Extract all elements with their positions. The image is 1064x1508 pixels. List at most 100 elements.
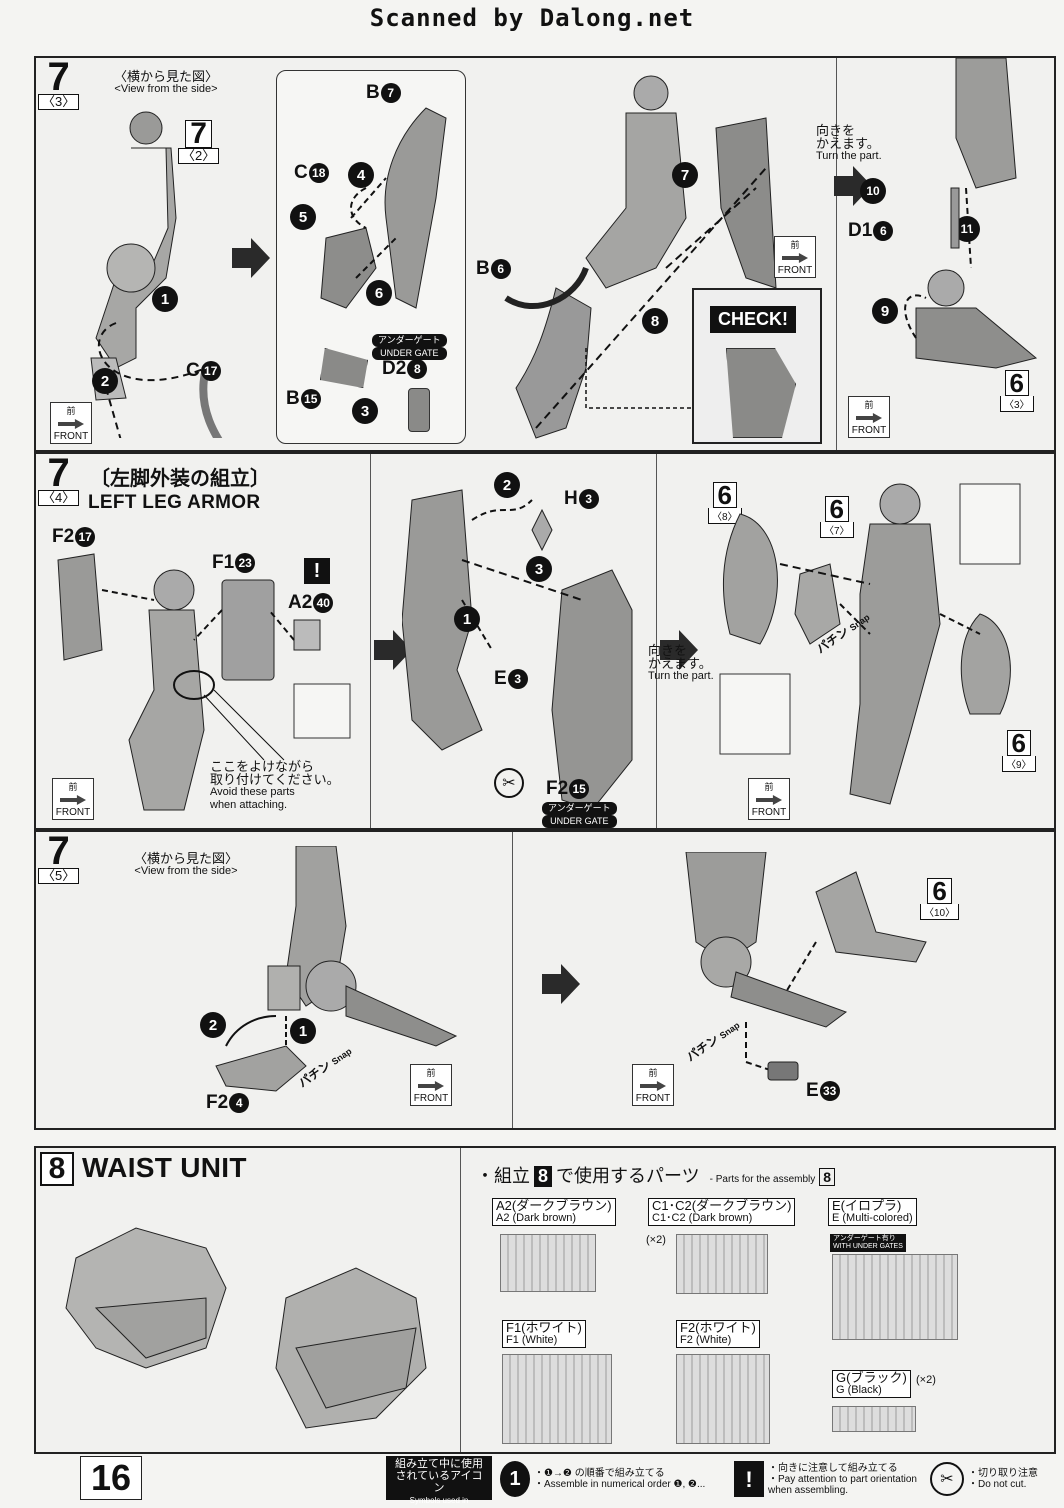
runner-label-f2: F2(ホワイト)F2 (White) [676,1320,760,1348]
leg-frame-illustration [90,111,223,438]
foot-assembly-illustration [904,58,1038,369]
step-num-7: 7 [672,162,698,188]
ref-6-7-badge: 6〈7〉 [820,496,854,538]
ref-6-3-badge: 6〈3〉 [1000,370,1034,412]
panel-divider [656,454,657,828]
do-not-cut-icon: ✂ [494,768,524,798]
page-number: 16 [80,1456,142,1500]
step-num-5: 5 [290,204,316,230]
runner-label-g: G(ブラック)G (Black) [832,1370,911,1398]
foot-side-illustration [215,846,458,1092]
ref-6-10-badge: 6〈10〉 [920,878,960,920]
runner-mult: (×2) [646,1234,666,1246]
step-title-jp: 〔左脚外装の組立〕 [90,468,270,490]
avoid-note: ここをよけながら 取り付けてください。Avoid these parts whe… [210,759,340,811]
step-title-en: LEFT LEG ARMOR [88,492,261,513]
step-sub: 〈3〉 [38,94,80,110]
lower-leg-illustration [402,489,633,811]
runner-label-e: E(イロプラ)E (Multi-colored) [828,1198,917,1226]
check-label: CHECK! [710,306,796,333]
scissors-icon: ✂ [930,1462,964,1496]
runner-label-a2: A2(ダークブラウン)A2 (Dark brown) [492,1198,616,1226]
step-8-panel: 8 WAIST UNIT ・組立 8 で使用するパーツ - Parts for … [34,1146,1056,1454]
thigh-assembly-illustration [504,75,777,439]
shin-armor-illustration [719,483,1021,805]
runner-c1c2 [676,1234,768,1294]
step-num-8: 8 [642,308,668,334]
leg-armor-illustration [57,553,351,811]
part-d28-shape [408,388,430,432]
scan-header: Scanned by Dalong.net [369,4,695,32]
runner-a2 [500,1234,596,1292]
step-7-5-badge: 7 〈5〉 [38,832,80,884]
step-num-4: 4 [348,162,374,188]
panel-divider [370,454,371,828]
runner-g-mult: (×2) [916,1374,936,1386]
step-7-3-badge: 7 〈3〉 [38,56,80,110]
step-7-3-panel: 7 〈3〉 〈横から見た図〉<View from the side> 7 〈2〉… [34,56,1056,452]
runner-label-f1: F1(ホワイト)F1 (White) [502,1320,586,1348]
step-8-title: WAIST UNIT [82,1152,247,1183]
step-7-4-badge: 7 〈4〉 [38,454,80,506]
footer-icons-title: 組み立て中に使用 されているアイコン Symbols used in instr… [386,1456,492,1505]
step-num-1: 1 [152,286,178,312]
armor-parts-illustration [320,107,447,309]
step-num-3: 3 [526,556,552,582]
turn-part-note: 向きを かえます。Turn the part. [816,123,882,162]
panel-divider [512,832,513,1128]
runner-f2 [676,1354,770,1444]
ref-7-2-badge: 7 〈2〉 [178,119,220,164]
attention-icon: ! [304,558,330,584]
runner-e [832,1254,958,1340]
footer-order-icon: 1 ・❶→❷ の順番で組み立てる・Assemble in numerical o… [500,1458,728,1500]
side-view-note: 〈横から見た図〉<View from the side> [113,69,218,95]
toe-assembly-illustration [685,852,927,1081]
runner-label-c1c2: C1･C2(ダークブラウン)C1･C2 (Dark brown) [648,1198,796,1226]
step-num-2: 2 [494,472,520,498]
ref-6-9-badge: 6〈9〉 [1002,730,1036,772]
step-num-1: 1 [290,1018,316,1044]
panel-divider [836,58,837,450]
turn-part-note: 向きを かえます。Turn the part. [648,643,714,682]
parts-list-title: ・組立 8 で使用するパーツ - Parts for the assembly … [476,1162,836,1188]
runner-e-undergate: アンダーゲート有り WITH UNDER GATES [830,1234,906,1252]
step-num-2: 2 [200,1012,226,1038]
footer-orient-icon: ! ・向きに注意して組み立てる・Pay attention to part or… [734,1458,924,1500]
step-7-5-panel: 7 〈5〉 〈横から見た図〉<View from the side> 2 1 パ… [34,830,1056,1130]
step-num-2: 2 [92,368,118,394]
step-num-10: 10 [860,178,886,204]
side-view-note: 〈横から見た図〉<View from the side> [133,851,238,877]
footer-cut-icon: ✂ ・切り取り注意・Do not cut. [930,1458,1054,1500]
step-num-1: 1 [454,606,480,632]
step-8-badge: 8 [40,1152,74,1186]
step-num-3: 3 [352,398,378,424]
ref-6-8-badge: 6〈8〉 [708,482,742,524]
step-number: 7 [47,56,70,99]
runner-g [832,1406,916,1432]
step-num-6: 6 [366,280,392,306]
step-num-9: 9 [872,298,898,324]
runner-f1 [502,1354,612,1444]
panel-divider [460,1148,461,1452]
